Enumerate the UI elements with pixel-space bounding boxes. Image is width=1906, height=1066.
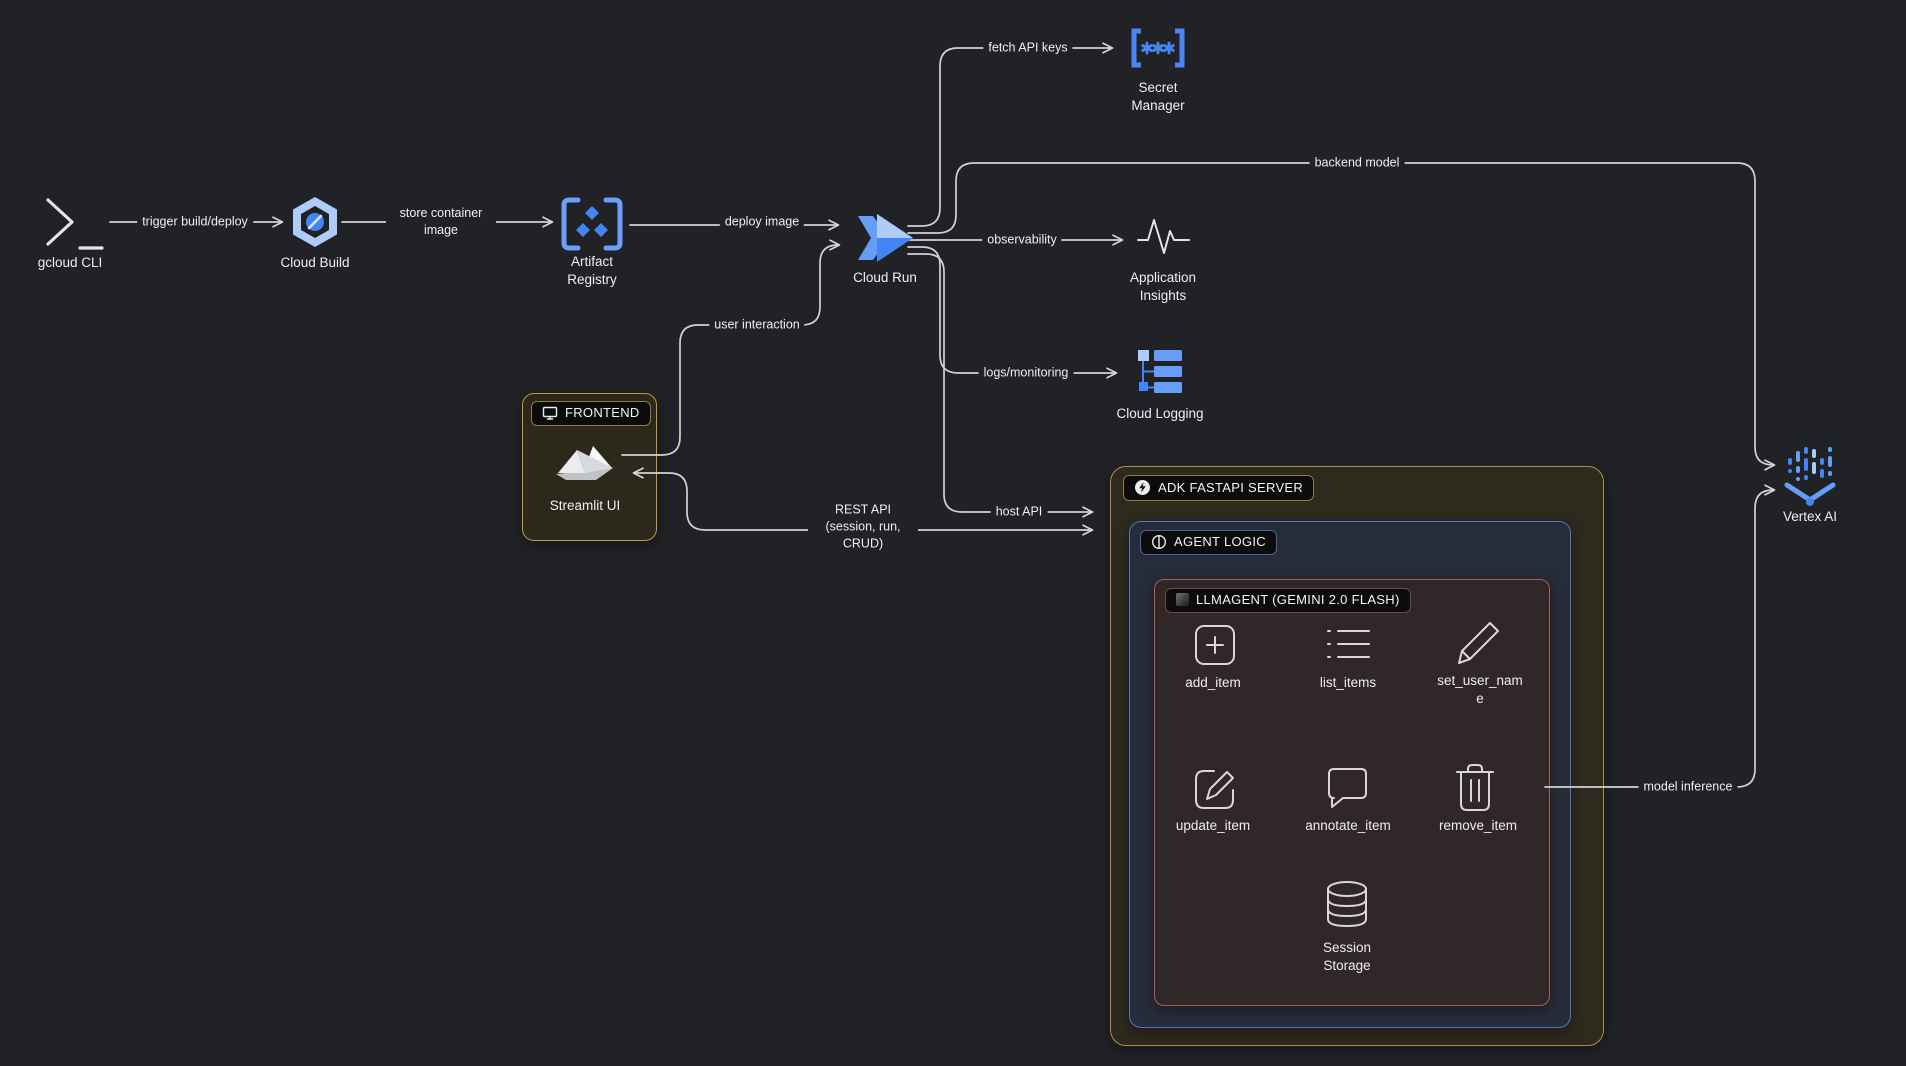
- edge-logs-monitoring-label: logs/monitoring: [979, 364, 1074, 383]
- edge-logs-monitoring: [908, 247, 1116, 373]
- tool-add-item-label: add_item: [1185, 674, 1241, 692]
- streamlit-ui-label: Streamlit UI: [550, 497, 621, 515]
- edge-store-image-label: store container image: [386, 204, 496, 240]
- bolt-icon: [1134, 479, 1151, 496]
- edge-observability-label: observability: [982, 231, 1061, 250]
- secret-manager-icon: [1134, 31, 1182, 65]
- frontend-tag-label: FRONTEND: [565, 405, 640, 421]
- edge-fetch-api-keys: [908, 48, 1112, 226]
- frontend-tag: FRONTEND: [531, 401, 651, 426]
- cloud-logging-icon: [1138, 350, 1182, 393]
- cloud-build-label: Cloud Build: [280, 254, 349, 272]
- monitor-icon: [542, 405, 558, 421]
- agent-logic-tag: AGENT LOGIC: [1140, 530, 1277, 555]
- artifact-registry-label: Artifact Registry: [556, 253, 628, 289]
- edge-user-interaction-label: user interaction: [709, 316, 804, 335]
- gcloud-cli-label: gcloud CLI: [38, 254, 103, 272]
- llmagent-tag: LLMAGENT (GEMINI 2.0 FLASH): [1165, 588, 1411, 613]
- tool-update-item-label: update_item: [1176, 817, 1250, 835]
- secret-manager-label: Secret Manager: [1116, 79, 1200, 115]
- edge-host-api-label: host API: [991, 503, 1048, 522]
- application-insights-label: Application Insights: [1115, 269, 1211, 305]
- llmagent-tag-label: LLMAGENT (GEMINI 2.0 FLASH): [1196, 592, 1400, 608]
- cloud-run-label: Cloud Run: [853, 269, 917, 287]
- artifact-registry-icon: [564, 200, 620, 248]
- edge-rest-api-label: REST API (session, run, CRUD): [808, 501, 918, 554]
- tool-list-items-label: list_items: [1320, 674, 1376, 692]
- edge-deploy-image-label: deploy image: [720, 213, 804, 232]
- cloud-run-icon: [858, 214, 913, 262]
- cloud-logging-label: Cloud Logging: [1116, 405, 1203, 423]
- edge-model-inference-label: model inference: [1639, 778, 1738, 797]
- edge-trigger-build-label: trigger build/deploy: [137, 213, 253, 232]
- edge-host-api: [908, 254, 1092, 512]
- gradient-square-icon: [1176, 593, 1189, 606]
- vertex-ai-label: Vertex AI: [1783, 508, 1837, 526]
- session-storage-label: Session Storage: [1311, 939, 1383, 975]
- tool-remove-item-label: remove_item: [1439, 817, 1517, 835]
- tool-set-user-name-label: set_user_name: [1434, 672, 1526, 708]
- vertex-ai-icon: [1787, 447, 1833, 506]
- adk-server-tag: ADK FASTAPI SERVER: [1123, 475, 1314, 501]
- agent-logic-tag-label: AGENT LOGIC: [1174, 534, 1266, 550]
- terminal-icon: [48, 200, 102, 248]
- edge-backend-model-label: backend model: [1310, 154, 1405, 173]
- pulse-icon: [1138, 220, 1189, 253]
- frontend-group: FRONTEND: [522, 393, 657, 541]
- adk-server-tag-label: ADK FASTAPI SERVER: [1158, 480, 1303, 496]
- tool-annotate-item-label: annotate_item: [1305, 817, 1391, 835]
- half-circle-icon: [1151, 534, 1167, 550]
- cloud-build-icon: [293, 197, 337, 247]
- edge-fetch-api-keys-label: fetch API keys: [983, 39, 1072, 58]
- edge-backend-model: [908, 163, 1774, 465]
